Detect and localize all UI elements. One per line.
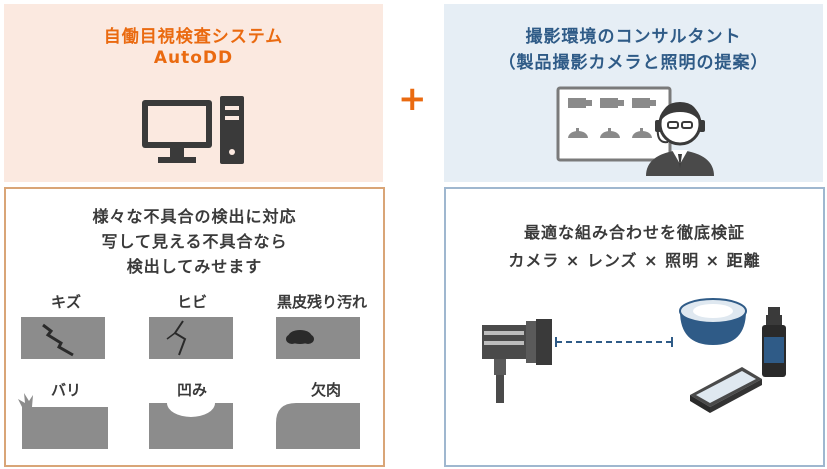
detection-desc-line2: 写して見える不具合なら (101, 232, 288, 251)
crack-icon (149, 317, 233, 359)
defect-detection-panel: 様々な不具合の検出に対応 写して見える不具合なら 検出してみせます キズ ヒビ … (4, 187, 385, 467)
consulting-title: 撮影環境のコンサルタント (525, 27, 742, 47)
consulting-panel: 撮影環境のコンサルタント （製品撮影カメラと照明の提案） (444, 4, 823, 182)
autodd-panel: 自働目視検査システム AutoDD (4, 4, 383, 182)
camera-icon (482, 319, 552, 403)
detection-desc-line1: 様々な不具合の検出に対応 (92, 207, 297, 226)
computer-icon (142, 96, 244, 164)
defect-label-dent: 凹み (176, 381, 207, 399)
underfill-icon (276, 403, 360, 449)
stain-icon (276, 317, 360, 359)
consulting-subtitle: （製品撮影カメラと照明の提案） (498, 53, 769, 73)
defect-label-underfill: 欠肉 (310, 381, 341, 399)
bar-light-icon (690, 367, 762, 413)
verification-desc-line1: 最適な組み合わせを徹底検証 (523, 223, 745, 242)
verification-desc-line2: カメラ × レンズ × 照明 × 距離 (508, 251, 761, 270)
defect-label-crack: ヒビ (176, 293, 207, 311)
distance-line (555, 337, 673, 347)
autodd-title: 自働目視検査システム (103, 27, 284, 47)
detection-desc-line3: 検出してみせます (126, 257, 263, 276)
burr-icon (18, 393, 108, 449)
consultant-icon (556, 86, 714, 176)
defect-label-scratch: キズ (50, 293, 81, 311)
plus-sign: + (398, 79, 427, 119)
ring-light-icon (679, 298, 747, 345)
verification-panel: 最適な組み合わせを徹底検証 カメラ × レンズ × 照明 × 距離 (444, 187, 825, 467)
autodd-subtitle: AutoDD (153, 48, 234, 68)
scratch-icon (21, 317, 105, 359)
defect-label-stain: 黒皮残り汚れ (276, 293, 367, 311)
defect-label-burr: バリ (50, 381, 81, 399)
dent-icon (149, 403, 233, 449)
lens-bottle-icon (762, 307, 786, 377)
